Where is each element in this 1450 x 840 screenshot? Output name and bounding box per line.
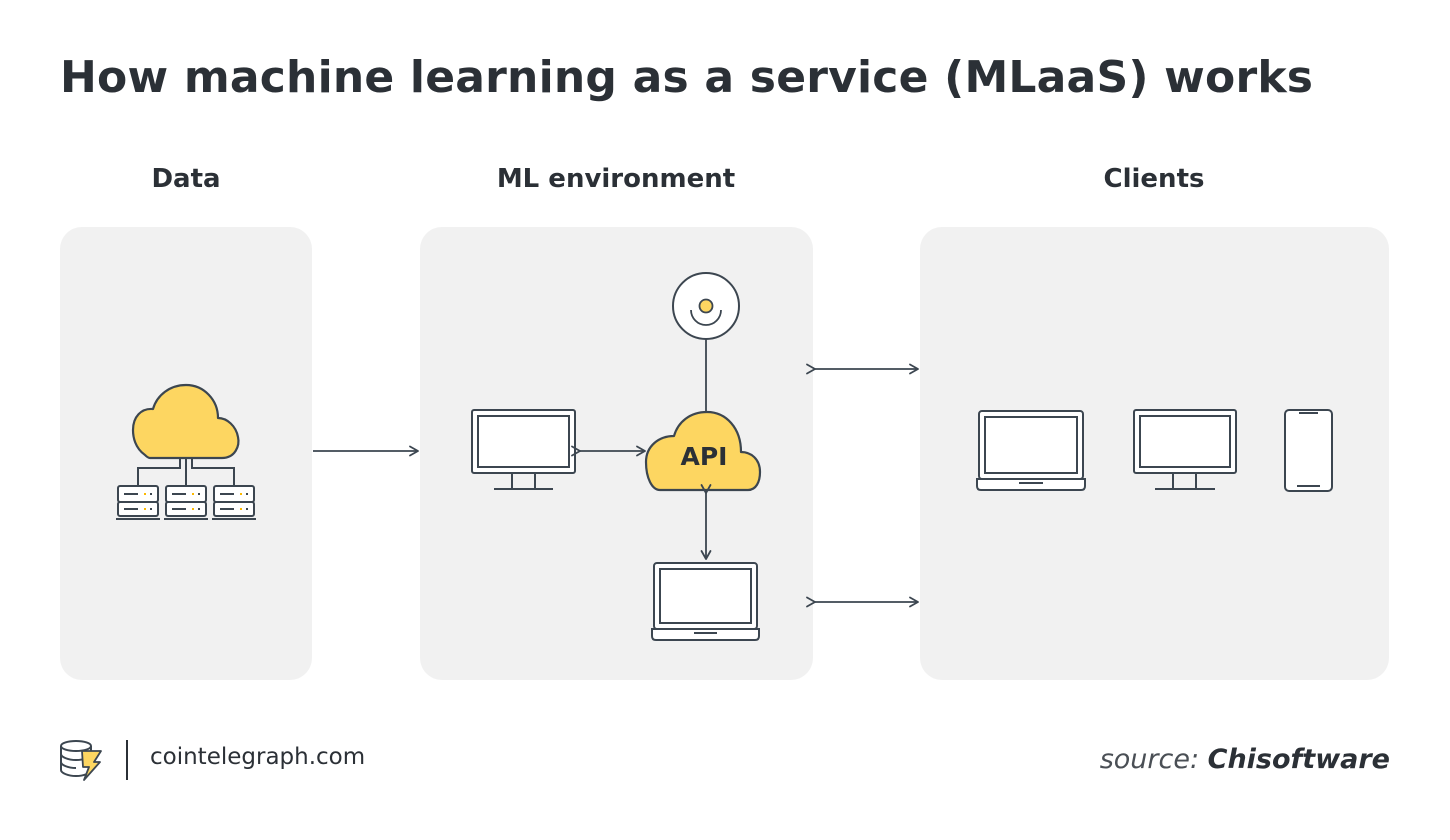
source-name: Chisoftware — [1207, 744, 1390, 775]
server-icon — [212, 485, 256, 520]
smartphone-icon — [1284, 409, 1333, 492]
brand-domain: cointelegraph.com — [150, 744, 366, 770]
server-icon — [164, 485, 208, 520]
source-prefix: source: — [1099, 744, 1200, 775]
column-label-data: Data — [151, 164, 221, 194]
column-label-ml-environment: ML environment — [496, 164, 736, 194]
monitor-icon — [1133, 409, 1237, 490]
footer-divider — [126, 740, 128, 780]
laptop-icon — [976, 410, 1086, 491]
api-cloud-icon — [644, 410, 762, 492]
laptop-icon — [651, 562, 760, 641]
server-icon — [116, 485, 160, 520]
monitor-icon — [471, 409, 576, 490]
data-cloud-icon — [131, 383, 240, 460]
sensor-icon — [672, 272, 740, 340]
server-network-lines — [137, 458, 235, 486]
api-label: API — [681, 442, 728, 471]
page-title: How machine learning as a service (MLaaS… — [60, 52, 1314, 103]
cointelegraph-logo-icon — [60, 740, 102, 781]
column-label-clients: Clients — [1103, 164, 1205, 194]
source-credit: source: Chisoftware — [1100, 744, 1390, 775]
